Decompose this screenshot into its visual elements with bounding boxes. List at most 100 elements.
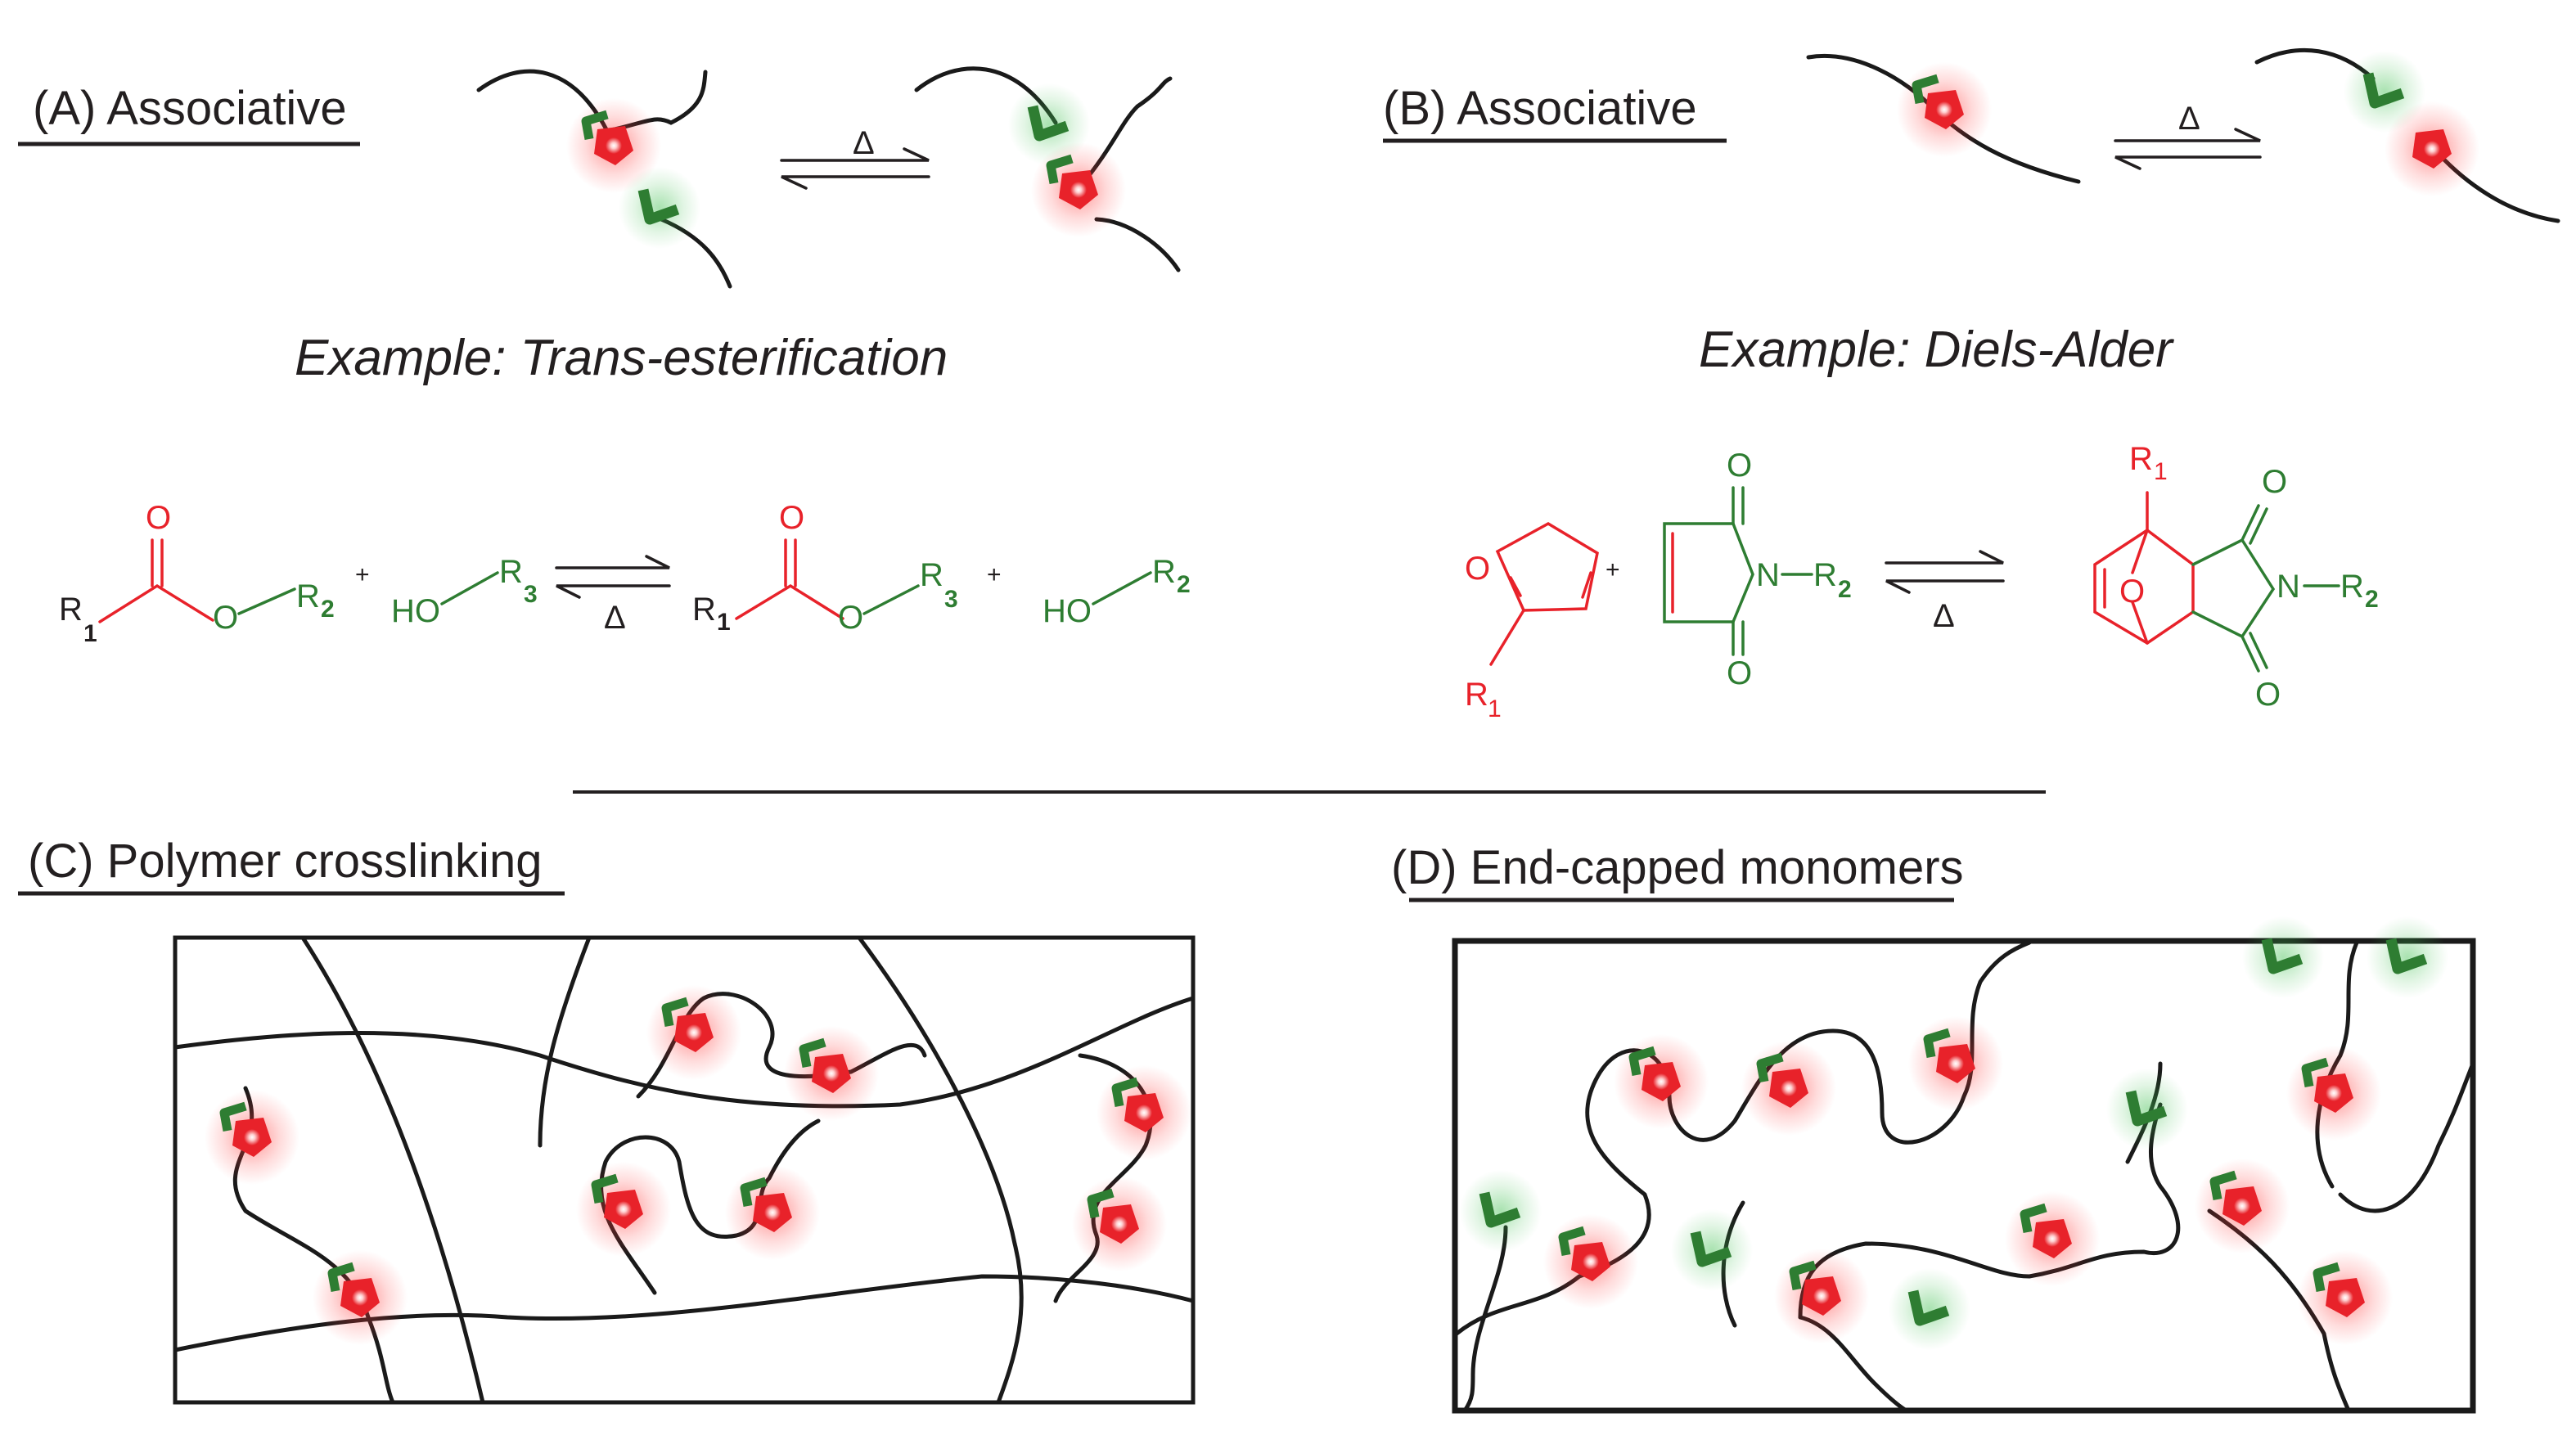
plus-1: + [355, 561, 370, 588]
diels-alder-scheme: O R 1 + O O N R 2 Δ [1465, 441, 2379, 722]
adduct-r1-sub: 1 [2154, 458, 2168, 485]
r1-label: R [59, 592, 83, 628]
da-reverse-arrow [1885, 579, 2005, 594]
r2-label-2: R [1152, 554, 1176, 590]
r1-sub: 1 [83, 620, 97, 647]
panel-a-schematic-right [914, 66, 1181, 272]
ester-bonds-2 [735, 583, 844, 620]
furan-r1: R [1465, 677, 1488, 713]
green-cap-icon [1460, 1170, 1542, 1252]
r3-label-2: R [920, 557, 943, 593]
da-heat-symbol: Δ [1933, 598, 1955, 634]
forward-arrow [780, 147, 930, 162]
ester-o-1: O [213, 600, 238, 636]
panel-b-schematic-left [1806, 54, 2081, 184]
carbonyl-1 [151, 538, 164, 587]
panel-a-schematic-left [476, 69, 732, 289]
panel-d-label: (D) End-capped monomers [1391, 841, 1964, 894]
panel-b-label: (B) Associative [1383, 82, 1697, 135]
da-forward-arrow [1885, 550, 2004, 565]
ho-r3-bond [440, 571, 499, 605]
bond-unit-icon [2195, 1159, 2290, 1253]
bond-unit-icon [2005, 1191, 2100, 1286]
bond-unit-icon [2286, 1046, 2381, 1141]
bond-unit-icon [205, 1090, 299, 1185]
bond-unit-icon [1908, 1016, 2003, 1111]
r1-sub-2: 1 [717, 609, 731, 636]
bond-unit-icon [784, 1026, 879, 1121]
carbonyl-o-1: O [146, 500, 171, 536]
adduct-r1: R [2129, 441, 2153, 477]
panel-a-example: Example: Trans-esterification [295, 330, 948, 386]
bond-unit-icon [1741, 1041, 1836, 1136]
panel-c-label: (C) Polymer crosslinking [28, 835, 542, 888]
ho-label-1: HO [391, 593, 440, 629]
ester-r3-bond [862, 584, 920, 615]
bond-unit-icon [1543, 1214, 1638, 1309]
panel-a: (A) Associative Δ Example: Trans-esterif… [18, 66, 1191, 647]
reverse-arrow [781, 175, 930, 190]
ho-r2-bond [1092, 571, 1152, 605]
panel-a-heat-symbol: Δ [853, 125, 875, 161]
adduct-r2-sub: 2 [2365, 586, 2379, 613]
maleimide-n: N [1756, 557, 1780, 593]
bond-unit-icon [2298, 1250, 2393, 1345]
r3-sub-2: 3 [944, 586, 958, 613]
adduct-o-top: O [2262, 464, 2287, 500]
r2-label-1: R [296, 578, 320, 614]
r3-label-1: R [499, 554, 523, 590]
bond-unit-icon [1614, 1034, 1709, 1129]
maleimide-o-bottom: O [1727, 655, 1752, 691]
bond-unit-icon [576, 1162, 671, 1257]
ho-label-2: HO [1043, 593, 1092, 629]
panel-b-equilibrium: Δ [2114, 101, 2262, 170]
r2-sub-1: 2 [321, 596, 335, 623]
adduct-o-bottom: O [2255, 677, 2281, 713]
bond-unit-icon [313, 1250, 408, 1345]
b-forward-arrow [2114, 128, 2261, 142]
transesterification-scheme: R 1 O O R 2 + HO R 3 Δ R 1 O O R 3 [59, 500, 1191, 647]
panel-d: (D) End-capped monomers [1391, 841, 2476, 1414]
adduct-bridge-o: O [2119, 574, 2145, 610]
furan-o: O [1465, 551, 1490, 587]
b-reverse-arrow [2114, 155, 2262, 170]
maleimide-r2-sub: 2 [1838, 576, 1852, 603]
green-cap-icon [2367, 916, 2448, 998]
panel-b-schematic-right [2254, 50, 2560, 223]
trans-forward-arrow [555, 555, 670, 569]
bond-unit-icon [646, 985, 741, 1080]
maleimide-o-top: O [1727, 448, 1752, 484]
green-cap-icon [2106, 1069, 2188, 1150]
panel-c: (C) Polymer crosslinking [18, 835, 1193, 1405]
r2-sub-2: 2 [1177, 571, 1191, 598]
panel-a-equilibrium: Δ [780, 125, 930, 190]
panel-b-example: Example: Diels-Alder [1699, 322, 2174, 378]
r1-label-2: R [692, 592, 716, 628]
green-cap-icon [1671, 1209, 1753, 1291]
maleimide-structure: O O N R 2 [1663, 448, 1852, 691]
bond-unit-icon [1072, 1177, 1167, 1271]
panel-b-heat-symbol: Δ [2178, 101, 2200, 137]
bond-unit-icon [1097, 1065, 1191, 1160]
panel-b: (B) Associative Δ Example: Diels-Alder O [1383, 50, 2560, 722]
ester-bonds-1 [98, 583, 214, 623]
bond-unit-icon [1774, 1249, 1869, 1343]
ester-o-2: O [838, 600, 863, 636]
panel-d-frame [1452, 938, 2476, 1414]
ester-r2-bond [237, 587, 296, 615]
carbonyl-2 [784, 538, 797, 587]
carbonyl-o-2: O [779, 500, 804, 536]
furan-structure: O R 1 [1465, 521, 1599, 722]
maleimide-r2: R [1813, 557, 1837, 593]
adduct-r2: R [2340, 569, 2364, 605]
trans-heat-symbol: Δ [604, 600, 626, 636]
bond-unit-icon [725, 1165, 820, 1260]
adduct-structure: R 1 O O O N R 2 [2093, 441, 2379, 713]
green-cap-icon [2242, 916, 2324, 998]
plus-3: + [1605, 556, 1620, 583]
green-cap-icon [1889, 1268, 1970, 1350]
plus-2: + [987, 561, 1002, 588]
adduct-n: N [2277, 569, 2300, 605]
trans-reverse-arrow [556, 584, 671, 599]
